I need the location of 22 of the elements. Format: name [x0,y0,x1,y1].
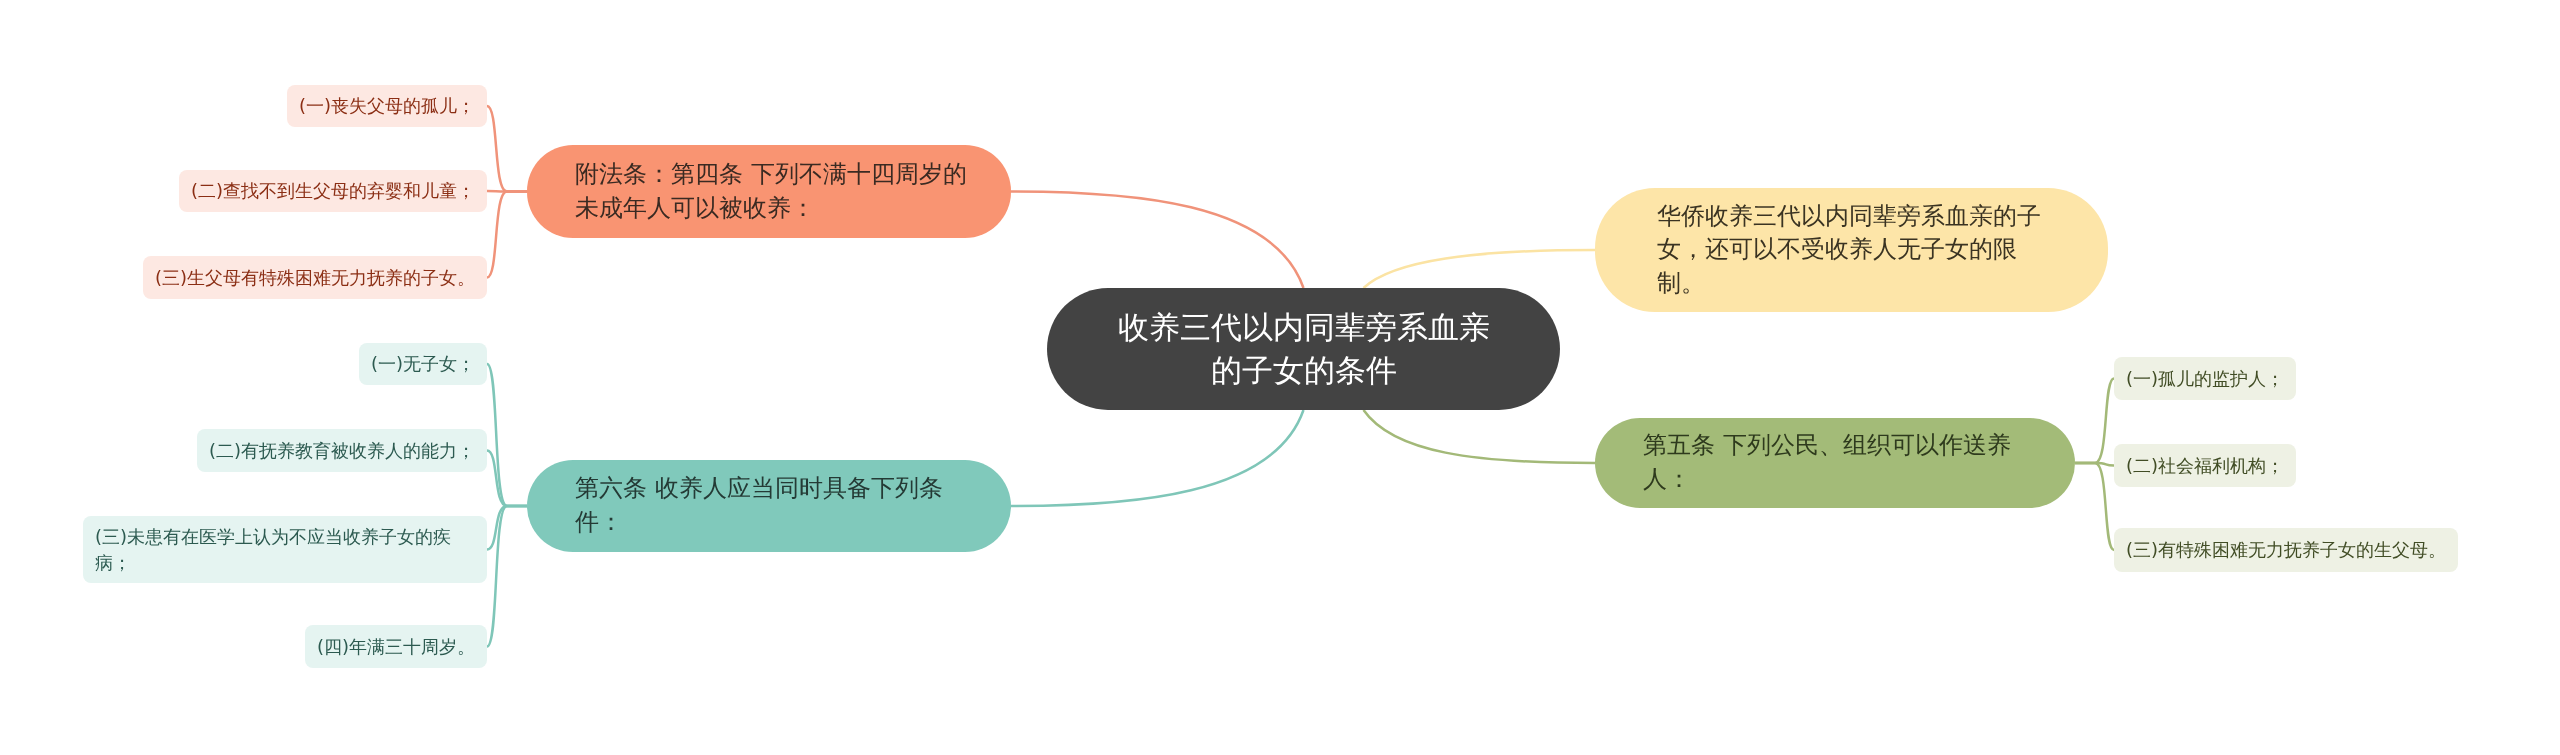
subtopic-box: (二)社会福利机构； [2114,444,2297,487]
connector-line [486,190,527,279]
subtopic-box: (一)孤儿的监护人； [2114,357,2297,400]
subtopic-box: (一)无子女； [358,343,487,385]
central-topic: 收养三代以内同辈旁系血亲的子女的条件 [1047,288,1560,410]
subtopic-box: (三)未患有在医学上认为不应当收养子女的疾病； [83,516,487,583]
connector-line [2075,461,2115,552]
topic-box: 第五条 下列公民、组织可以作送养人： [1595,418,2075,508]
subtopic-box: (三)生父母有特殊困难无力抚养的子女。 [142,256,487,299]
connector-line [1362,409,1595,465]
subtopic-box: (四)年满三十周岁。 [304,625,487,668]
subtopic-box: (二)有抚养教育被收养人的能力； [196,429,487,472]
connector-line [486,504,527,648]
topic-box: 附法条：第四条 下列不满十四周岁的未成年人可以被收养： [527,145,1011,238]
subtopic-box: (一)丧失父母的孤儿； [286,85,487,127]
connector-line [1011,409,1305,508]
connector-line [1011,190,1305,289]
connector-line [1362,248,1595,289]
subtopic-box: (二)查找不到生父母的弃婴和儿童； [178,170,487,212]
topic-box: 华侨收养三代以内同辈旁系血亲的子女，还可以不受收养人无子女的限制。 [1595,188,2108,312]
subtopic-box: (三)有特殊困难无力抚养子女的生父母。 [2114,528,2459,572]
topic-box: 第六条 收养人应当同时具备下列条件： [527,460,1011,552]
